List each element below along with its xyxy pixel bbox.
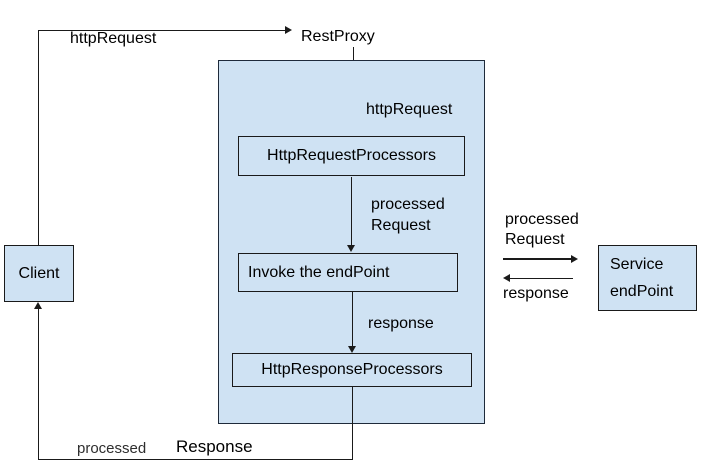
arrowhead-into-client: [34, 302, 42, 309]
label-processed-request-inner-line1: processed: [371, 196, 445, 213]
arrowhead-into-restproxy: [285, 26, 292, 34]
arrowhead-into-resproc: [348, 346, 356, 353]
arrowhead-into-invoke: [347, 245, 355, 252]
http-response-processors-label: HttpResponseProcessors: [261, 361, 443, 378]
node-client: Client: [4, 245, 74, 302]
label-processed-request-right: processed Request: [505, 210, 579, 250]
label-processed-request-right-line2: Request: [505, 231, 565, 248]
http-request-processors-label: HttpRequestProcessors: [267, 147, 436, 164]
label-processed-request-inner-line2: Request: [371, 217, 431, 234]
edge-client-restproxy-horizontal: [38, 29, 286, 31]
label-response-inner: response: [368, 315, 434, 332]
service-endpoint-label-line2: endPoint: [610, 283, 674, 300]
label-response-bottom: Response: [176, 437, 253, 456]
label-httprequest-top: httpRequest: [70, 30, 157, 47]
edge-proxy-service-line: [503, 258, 572, 260]
label-processed-request-right-line1: processed: [505, 211, 579, 228]
label-response-right: response: [503, 285, 569, 302]
edge-resproc-client-up: [37, 308, 39, 459]
edge-service-proxy-line: [509, 277, 573, 279]
client-label: Client: [18, 264, 60, 282]
edge-resproc-client-down: [351, 387, 353, 460]
node-service-endpoint: Service endPoint: [598, 245, 697, 311]
arrowhead-into-proxy: [503, 274, 510, 282]
label-processed-bottom: processed: [77, 440, 147, 457]
edge-client-restproxy-vertical: [37, 30, 39, 245]
edge-invoke-resproc-line: [351, 292, 353, 347]
node-invoke-endpoint: Invoke the endPoint: [238, 253, 458, 292]
arrowhead-into-service: [571, 255, 578, 263]
node-http-request-processors: HttpRequestProcessors: [238, 136, 465, 176]
node-http-response-processors: HttpResponseProcessors: [232, 353, 472, 387]
service-endpoint-label-line1: Service: [610, 256, 664, 273]
label-httprequest-inner: httpRequest: [366, 101, 453, 118]
label-processed-request-inner: processed Request: [371, 194, 445, 236]
edge-resproc-client-horizontal: [38, 458, 353, 460]
node-restproxy-label: RestProxy: [301, 28, 375, 45]
invoke-endpoint-label: Invoke the endPoint: [248, 263, 390, 281]
edge-reqproc-invoke-line: [350, 177, 352, 246]
